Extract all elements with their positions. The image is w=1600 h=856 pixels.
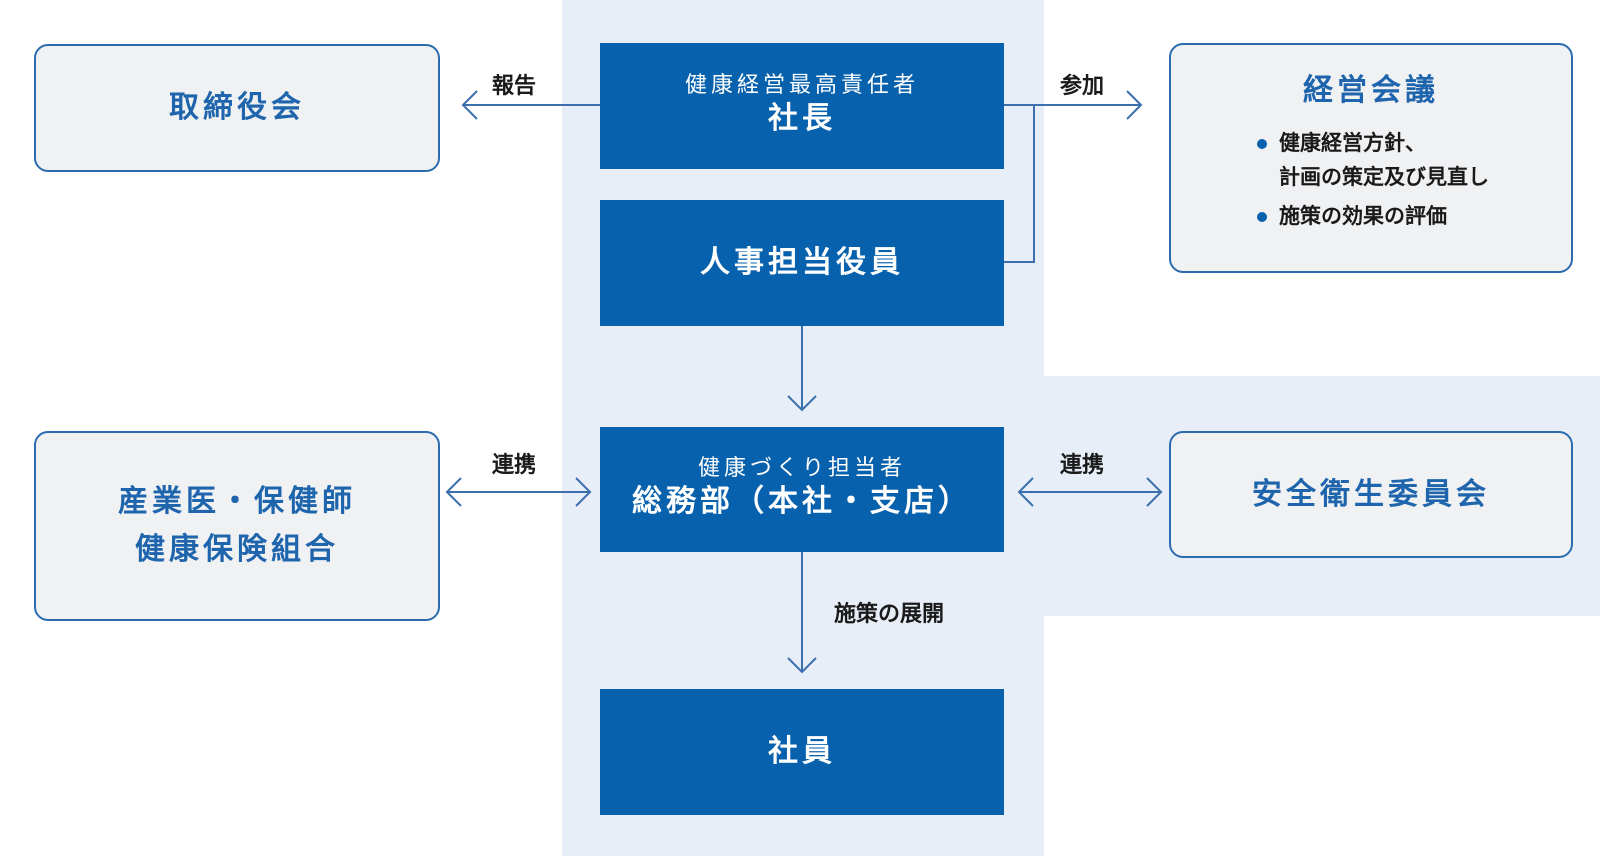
deploy-arrowhead: [787, 657, 817, 674]
president-title: 社長: [768, 100, 836, 136]
list-item: 健康経営方針、 計画の策定及び見直し: [1253, 127, 1489, 194]
list-item-text: 健康経営方針、 計画の策定及び見直し: [1279, 131, 1489, 189]
participate-edge-label: 参加: [1060, 74, 1105, 99]
collab-right-arrowhead-left: [1017, 477, 1034, 507]
hr-to-general-arrowhead: [787, 395, 817, 412]
hr-executive-box: 人事担当役員: [600, 200, 1004, 326]
employees-box: 社員: [600, 689, 1004, 815]
collab-right-edge-label: 連携: [1060, 453, 1105, 478]
board-title: 取締役会: [169, 90, 305, 125]
general-affairs-box: 健康づくり担当者 総務部（本社・支店）: [600, 427, 1004, 552]
deploy-edge-label: 施策の展開: [834, 602, 945, 627]
list-item: 施策の効果の評価: [1253, 200, 1489, 234]
report-arrowhead: [461, 90, 478, 120]
management-meeting-box: 経営会議 健康経営方針、 計画の策定及び見直し 施策の効果の評価: [1169, 43, 1573, 273]
hr-participate-connector: [1004, 105, 1035, 263]
collab-right-arrowhead-right: [1146, 477, 1163, 507]
president-role-label: 健康経営最高責任者: [684, 72, 919, 98]
bullet-dot-icon: [1257, 212, 1267, 223]
participate-arrowhead: [1126, 90, 1143, 120]
bullet-dot-icon: [1257, 139, 1267, 149]
management-meeting-title: 経営会議: [1303, 73, 1439, 108]
collab-left-arrowhead-right: [575, 477, 592, 507]
collab-left-edge-label: 連携: [492, 453, 537, 478]
general-affairs-title: 総務部（本社・支店）: [632, 484, 972, 520]
report-edge-label: 報告: [492, 74, 537, 99]
medical-line-2: 健康保険組合: [135, 532, 339, 567]
list-item-text: 施策の効果の評価: [1279, 204, 1447, 229]
safety-committee-title: 安全衛生委員会: [1252, 476, 1490, 512]
hr-executive-title: 人事担当役員: [700, 244, 904, 280]
board-box: 取締役会: [34, 44, 440, 172]
medical-line-1: 産業医・保健師: [118, 484, 356, 519]
safety-committee-box: 安全衛生委員会: [1169, 431, 1573, 558]
management-meeting-list: 健康経営方針、 計画の策定及び見直し 施策の効果の評価: [1253, 127, 1489, 240]
collab-left-arrowhead-left: [445, 477, 462, 507]
employees-title: 社員: [768, 733, 836, 769]
general-affairs-role-label: 健康づくり担当者: [697, 456, 906, 482]
president-box: 健康経営最高責任者 社長: [600, 43, 1004, 169]
medical-box: 産業医・保健師 健康保険組合: [34, 431, 440, 621]
